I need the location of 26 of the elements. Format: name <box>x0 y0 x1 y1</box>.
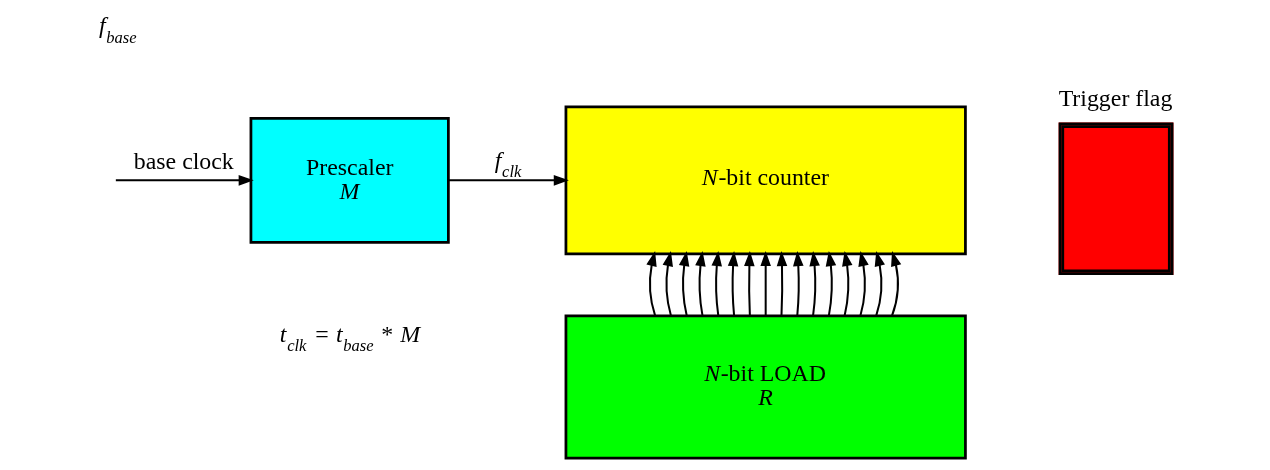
arrow <box>857 251 869 316</box>
arrow <box>841 251 852 316</box>
arrow <box>792 251 804 316</box>
arrow <box>890 251 901 316</box>
node-label: Trigger flag <box>1058 84 1172 111</box>
edge-label: f$_{clk}$ <box>494 146 521 182</box>
node-box: Prescaler M <box>249 117 450 244</box>
node-label: t$_{clk}$ = t$_{base}$ *M <box>279 320 420 356</box>
arrow <box>678 251 689 316</box>
arrow <box>727 251 738 316</box>
arrow <box>808 251 820 316</box>
arrow <box>759 251 771 316</box>
arrow <box>662 251 673 316</box>
arrow <box>115 175 254 186</box>
arrow <box>825 251 836 316</box>
arrow <box>694 251 706 316</box>
arrow <box>710 251 722 316</box>
node-box: N-bit counter <box>564 105 967 256</box>
arrow <box>743 251 755 316</box>
label: f$_{base}$ <box>98 12 137 47</box>
node-box: N-bit LOAD R <box>564 314 967 460</box>
arrow <box>645 251 657 316</box>
arrow <box>874 251 885 316</box>
edge-label: base clock <box>133 147 234 174</box>
arrow <box>776 251 787 316</box>
arrow <box>448 175 569 186</box>
